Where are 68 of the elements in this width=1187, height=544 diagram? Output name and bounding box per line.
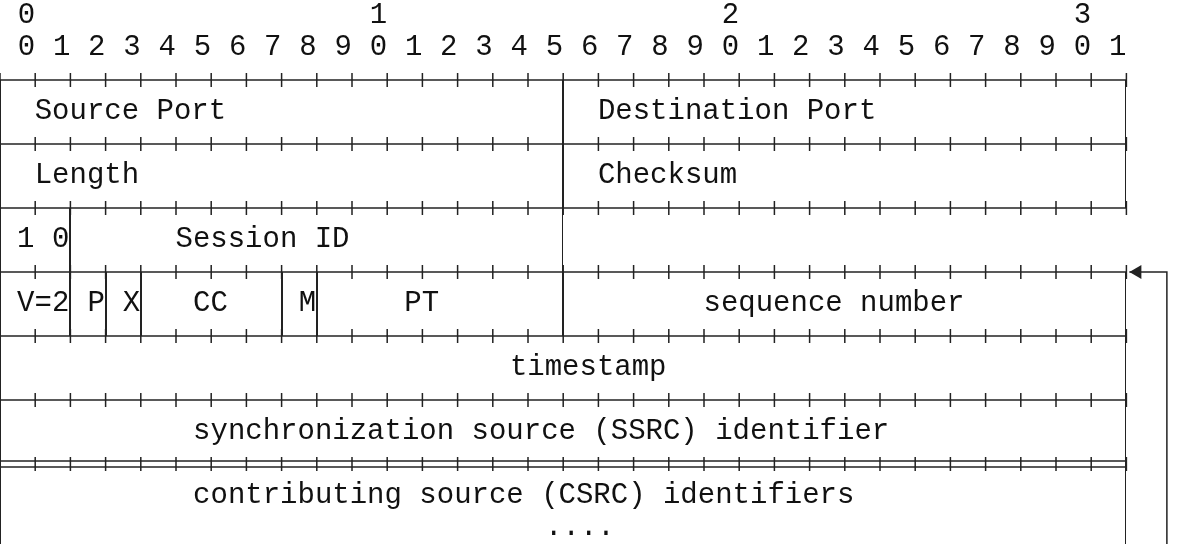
field-label: M (298, 288, 317, 320)
field-label: X (122, 288, 141, 320)
bit-number: 0 (721, 32, 740, 64)
bit-number: 3 (123, 32, 141, 64)
bit-number: 0 (17, 32, 36, 64)
bit-number: 7 (616, 32, 634, 64)
field-label: PT (404, 288, 440, 320)
header-field (0, 400, 1127, 464)
header-field (140, 272, 282, 336)
bit-tens-number: 2 (721, 0, 740, 32)
field-label: sequence number (703, 288, 965, 320)
field-label: Source Port (34, 96, 227, 128)
bit-number: 2 (88, 32, 106, 64)
bit-number: 8 (1003, 32, 1021, 64)
bit-number: 9 (1038, 32, 1056, 64)
bit-number: 5 (193, 32, 212, 64)
field-label: Session ID (175, 224, 350, 256)
bit-number: 2 (440, 32, 458, 64)
bit-number: 0 (369, 32, 388, 64)
bit-number: 2 (792, 32, 810, 64)
header-field (281, 272, 317, 336)
bit-number: 1 (404, 32, 423, 64)
bit-tens-number: 1 (369, 0, 388, 32)
field-label: contributing source (CSRC) identifiers (193, 480, 855, 512)
header-field (105, 272, 141, 336)
field-label: Length (34, 160, 140, 192)
bit-tens-number: 0 (17, 0, 36, 32)
header-field (70, 208, 564, 272)
header-field (563, 272, 1127, 336)
header-field (316, 272, 564, 336)
bit-number: 3 (475, 32, 493, 64)
field-label: synchronization source (SSRC) identifier (193, 416, 890, 448)
bit-number: 7 (968, 32, 986, 64)
header-field (0, 208, 71, 272)
bit-number: 4 (862, 32, 880, 64)
bit-number: 9 (686, 32, 704, 64)
header-field (0, 272, 71, 336)
field-label: V=2 (17, 288, 70, 320)
header-field (0, 80, 564, 144)
bit-number: 5 (545, 32, 564, 64)
bit-number: 5 (897, 32, 916, 64)
field-label: Destination Port (597, 96, 877, 128)
field-label: P (87, 288, 105, 320)
header-field (0, 464, 1127, 544)
header-field (563, 144, 1127, 208)
bit-number: 4 (158, 32, 176, 64)
bit-number: 8 (299, 32, 317, 64)
field-label: .... (545, 512, 615, 544)
header-field (0, 144, 564, 208)
bit-number: 0 (1073, 32, 1092, 64)
field-label: CC (193, 288, 228, 320)
bit-number: 1 (1108, 32, 1127, 64)
bit-number: 4 (510, 32, 528, 64)
bit-number: 7 (264, 32, 282, 64)
header-field (563, 80, 1127, 144)
bit-tens-number: 3 (1073, 0, 1092, 32)
bit-number: 3 (827, 32, 845, 64)
bit-number: 6 (228, 32, 247, 64)
bit-number: 9 (334, 32, 352, 64)
bit-number: 6 (580, 32, 599, 64)
field-label: timestamp (509, 352, 667, 384)
bit-number: 8 (651, 32, 669, 64)
bit-number: 6 (932, 32, 951, 64)
bit-number: 1 (52, 32, 71, 64)
field-label: 1 0 (17, 224, 70, 256)
field-label: Checksum (597, 160, 738, 192)
header-field (0, 336, 1127, 400)
bit-number: 1 (756, 32, 775, 64)
